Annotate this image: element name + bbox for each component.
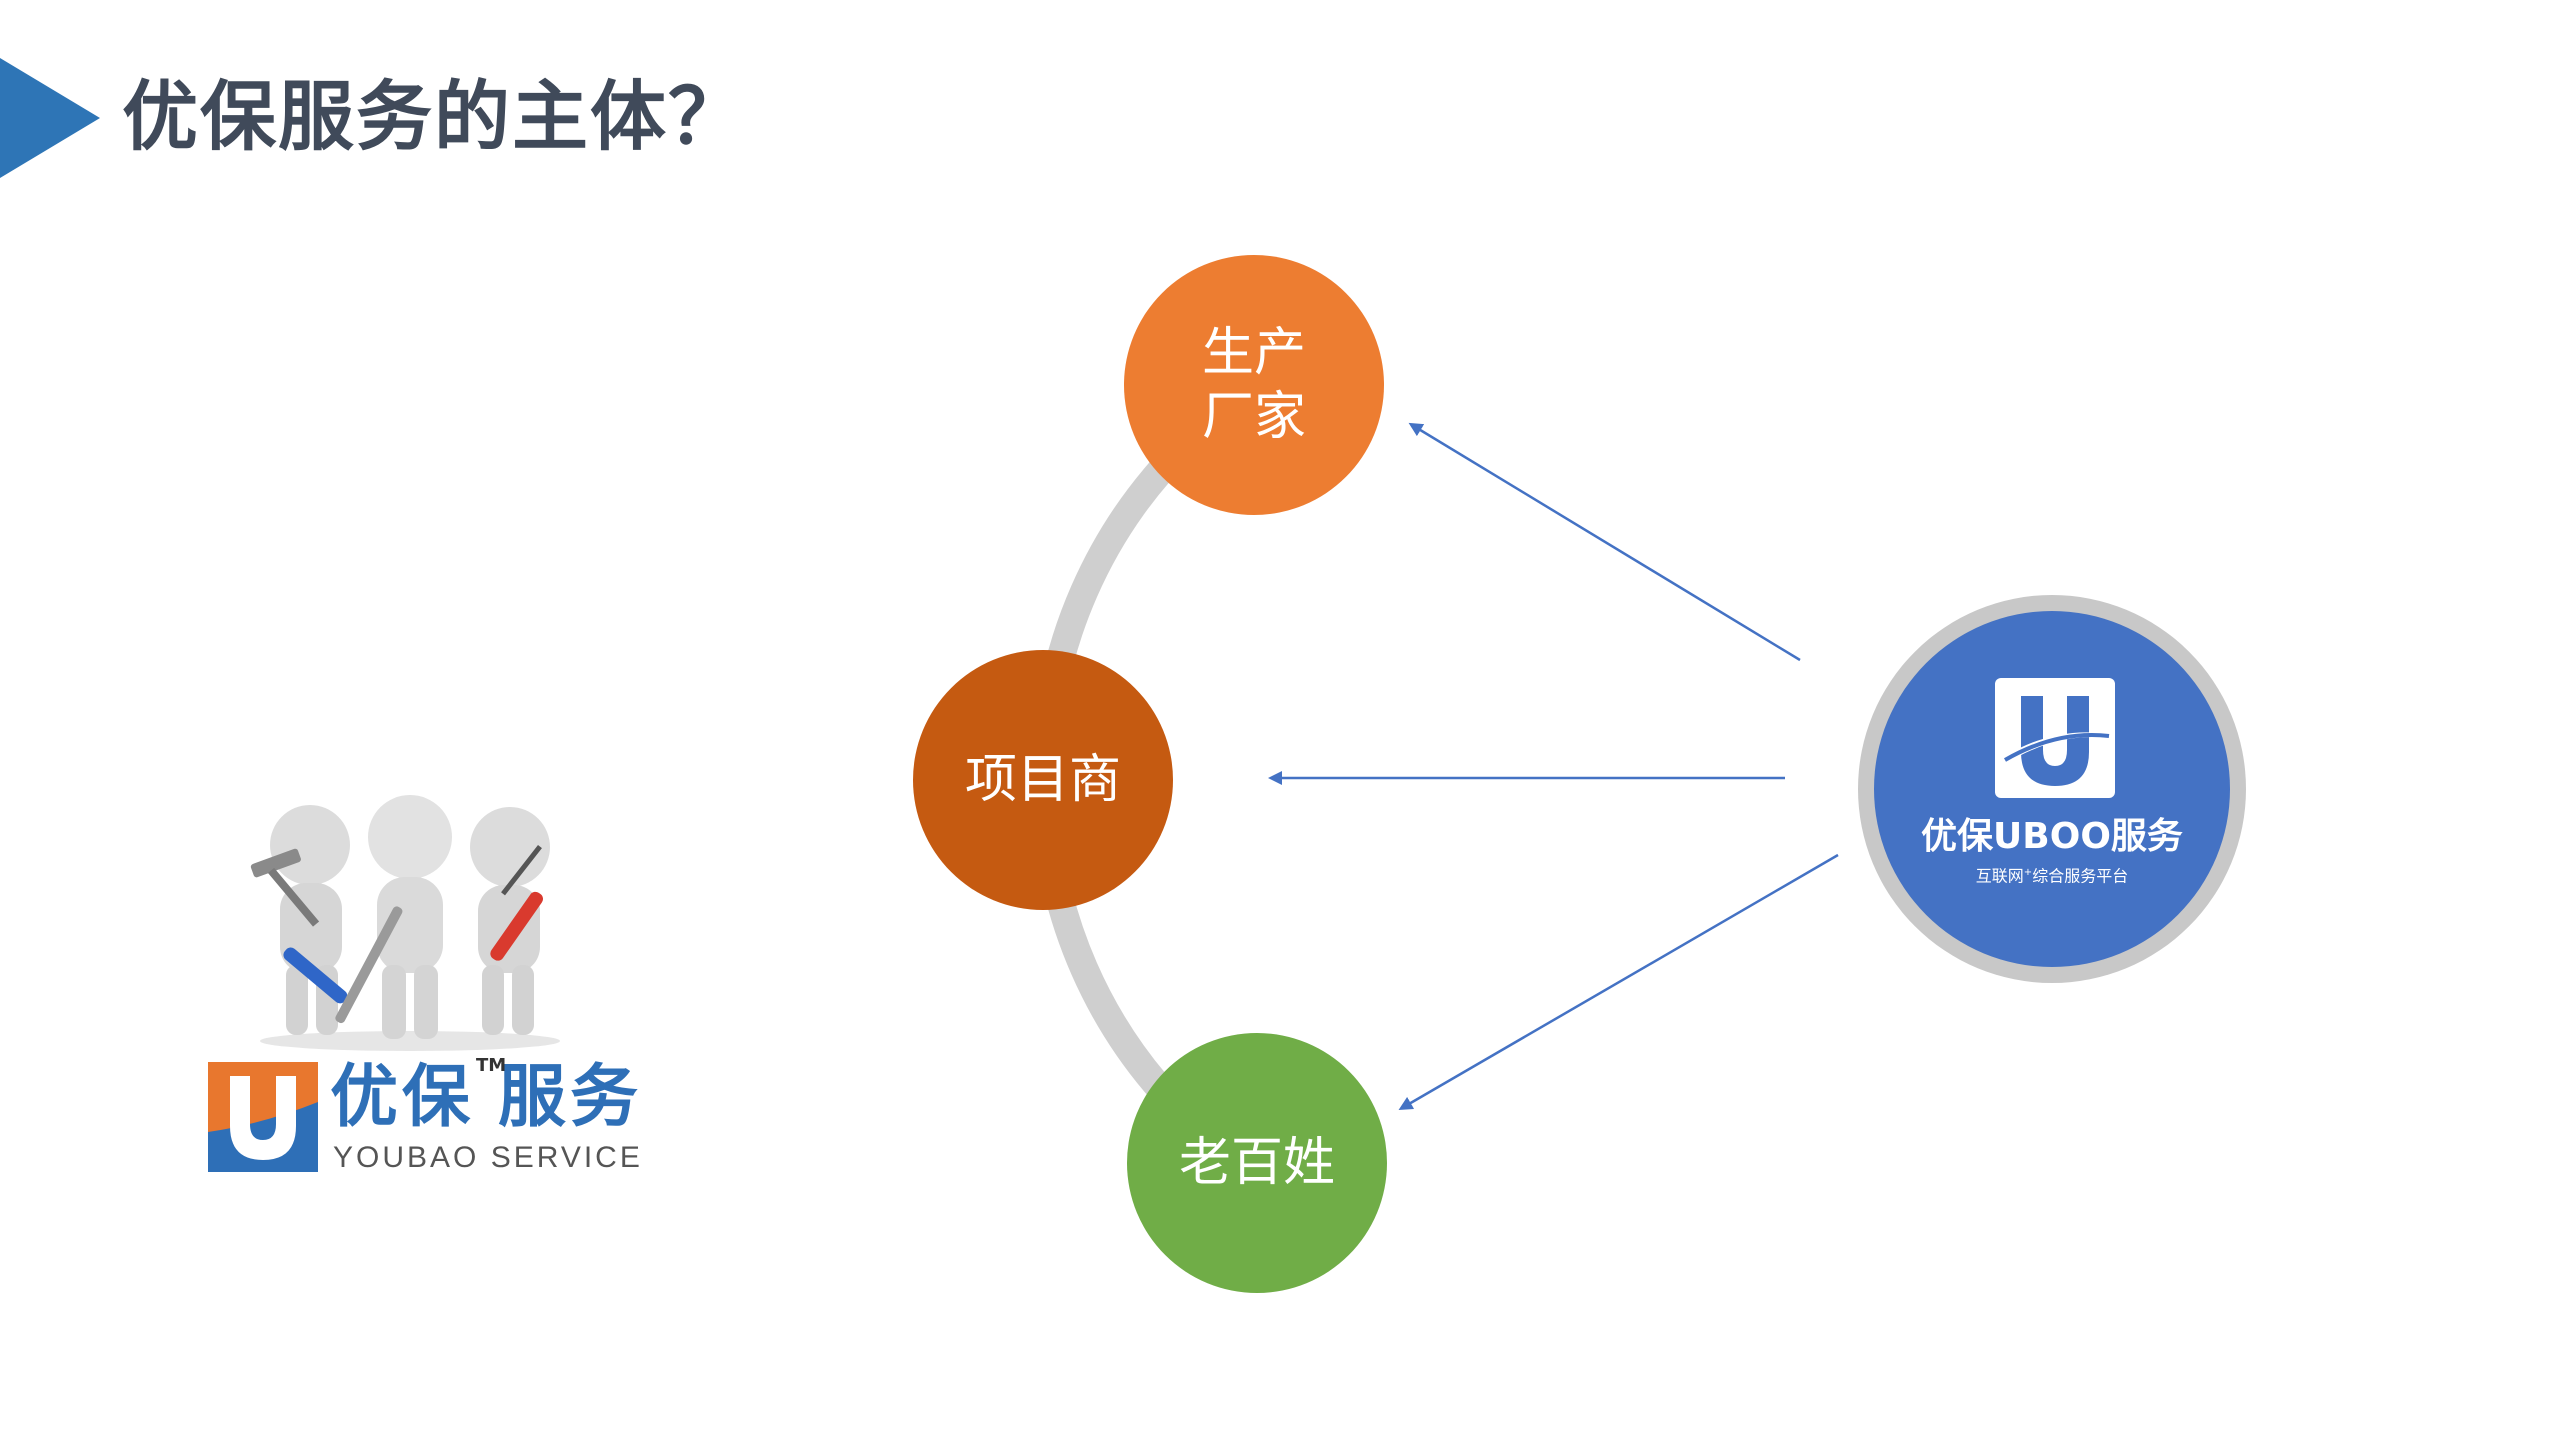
node-manufacturer: 生产 厂家 xyxy=(1124,255,1384,515)
node-public: 老百姓 xyxy=(1127,1033,1387,1293)
header-triangle-icon xyxy=(0,58,100,178)
hub-slogan-prefix: 互联网 xyxy=(1975,866,2024,886)
uboo-u-logo-icon xyxy=(1995,678,2115,798)
arrow-to-manufacturer xyxy=(1408,422,1801,662)
workers-illustration xyxy=(250,795,560,1051)
logo-cn-name: 优保 xyxy=(330,1058,475,1137)
hub-slogan-suffix: 综合服务平台 xyxy=(2032,866,2129,886)
logo-en-name: YOUBAO SERVICE xyxy=(333,1141,643,1174)
page-title: 优保服务的主体？ xyxy=(122,72,746,161)
youbao-u-logo-icon xyxy=(208,1062,318,1172)
node-contractor: 项目商 xyxy=(913,650,1173,910)
hub-slogan-sup: + xyxy=(2023,867,2033,878)
node-manufacturer-label: 生产 厂家 xyxy=(1201,323,1306,447)
logo-trademark: TM xyxy=(476,1055,507,1076)
logo-cn-service: 服务 xyxy=(498,1058,643,1137)
hub-slogan: 互联网+综合服务平台 xyxy=(1874,862,2230,887)
arrow-to-public xyxy=(1398,853,1839,1111)
node-public-label: 老百姓 xyxy=(1178,1133,1335,1193)
hub-name: 优保UBOO服务 xyxy=(1921,816,2183,857)
node-contractor-label: 项目商 xyxy=(964,750,1121,810)
logo-cn-text: 优保服务 xyxy=(330,1056,642,1140)
